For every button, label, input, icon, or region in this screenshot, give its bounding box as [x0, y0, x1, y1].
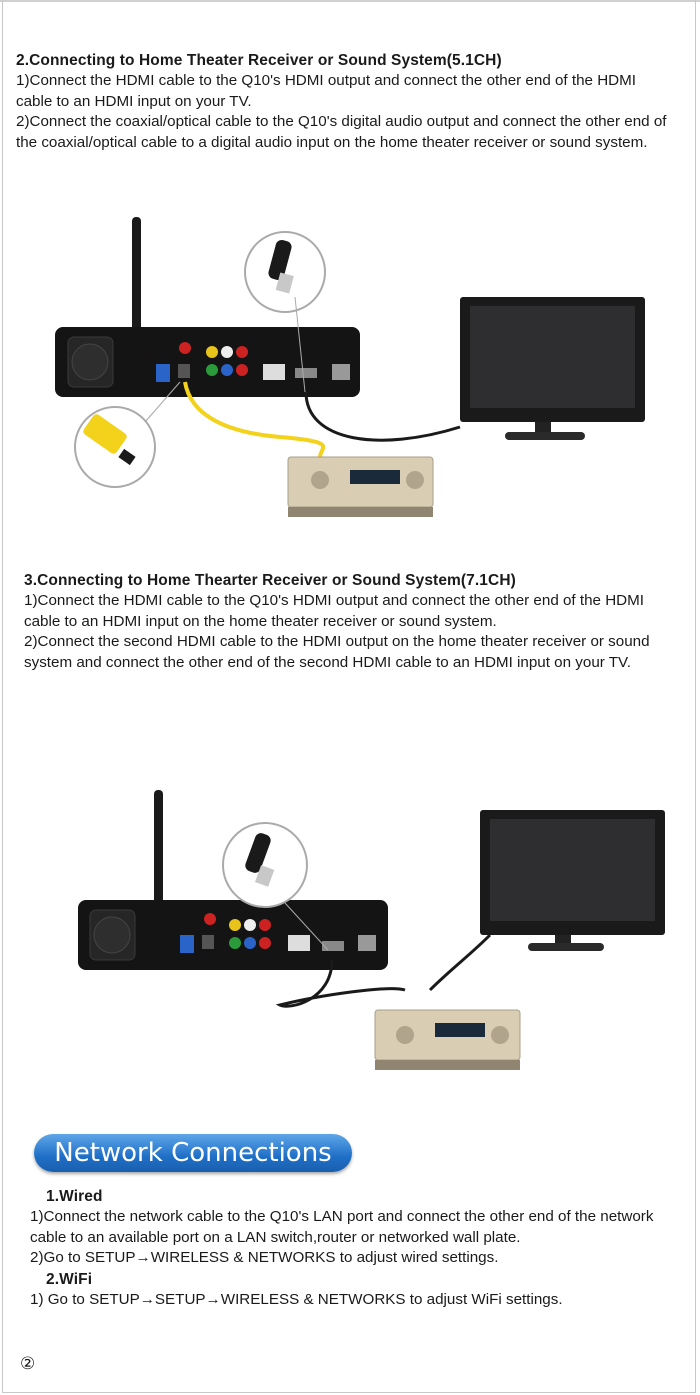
lan-port: [263, 364, 285, 380]
wifi-title: 2.WiFi: [30, 1269, 670, 1290]
section-51: 2.Connecting to Home Theater Receiver or…: [16, 50, 676, 153]
wired-title: 1.Wired: [30, 1186, 670, 1207]
wifi-step1: 1) Go to SETUP→SETUP→WIRELESS & NETWORKS…: [30, 1290, 670, 1311]
hdmi-port: [295, 368, 317, 378]
section-51-step1: 1)Connect the HDMI cable to the Q10's HD…: [16, 71, 676, 112]
hdmi-receiver-connection-illustration: [70, 785, 670, 1075]
network-connections-banner: Network Connections: [34, 1134, 352, 1172]
section-51-step2: 2)Connect the coaxial/optical cable to t…: [16, 112, 676, 153]
wired-step2: 2)Go to SETUP→WIRELESS & NETWORKS to adj…: [30, 1248, 670, 1269]
section-71: 3.Connecting to Home Thearter Receiver o…: [24, 570, 684, 673]
page-number: ②: [20, 1354, 35, 1374]
section-51-title: 2.Connecting to Home Theater Receiver or…: [16, 50, 676, 71]
section-71-step2: 2)Connect the second HDMI cable to the H…: [24, 632, 684, 673]
usb-port: [156, 364, 170, 382]
network-section: 1.Wired 1)Connect the network cable to t…: [30, 1186, 670, 1310]
hdmi-optical-connection-illustration: [50, 212, 660, 522]
wired-step1: 1)Connect the network cable to the Q10's…: [30, 1207, 670, 1248]
hdmi-cable: [306, 392, 460, 440]
optical-port: [178, 364, 190, 378]
section-71-step1: 1)Connect the HDMI cable to the Q10's HD…: [24, 591, 684, 632]
hdmi-cable-2: [430, 935, 490, 990]
section-71-title: 3.Connecting to Home Thearter Receiver o…: [24, 570, 684, 591]
